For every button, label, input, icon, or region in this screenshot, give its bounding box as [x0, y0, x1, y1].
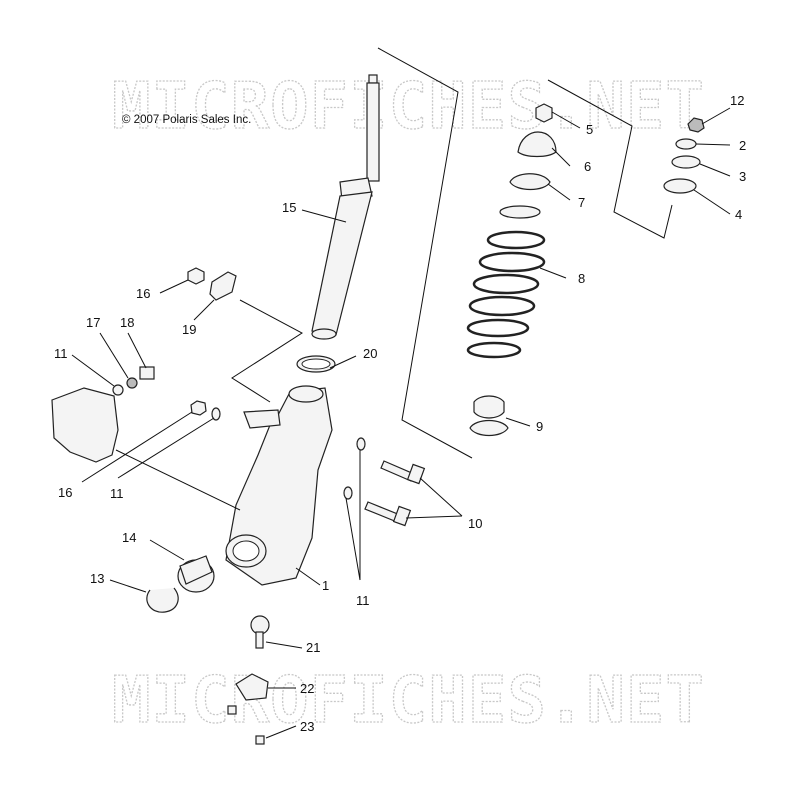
- callout-17: 17: [86, 315, 100, 330]
- nut-5: [535, 103, 553, 123]
- callout-2: 2: [739, 138, 746, 153]
- snap-ring: [146, 587, 179, 613]
- washer-17: [126, 377, 138, 389]
- callout-16-lower: 16: [58, 485, 72, 500]
- washer-2: [675, 138, 697, 150]
- strut-assembly-bracket: [377, 47, 473, 459]
- callout-3: 3: [739, 169, 746, 184]
- callout-21: 21: [306, 640, 320, 655]
- callout-19: 19: [182, 322, 196, 337]
- nut-12: [687, 117, 705, 133]
- copyright-text: © 2007 Polaris Sales Inc.: [122, 114, 251, 126]
- retainer-plate: [235, 673, 269, 701]
- washer-11-mid: [211, 407, 221, 421]
- callout-15: 15: [282, 200, 296, 215]
- washer-11-right-upper: [356, 437, 366, 451]
- nut-16-lower: [190, 400, 207, 416]
- callouts: 1 2 3 4 5 6 7 8 9 10 11 11 11 12 13 14 1…: [54, 93, 746, 734]
- coil-spring: [466, 205, 546, 359]
- ball-joint: [250, 615, 270, 649]
- bolts-10: [364, 460, 426, 527]
- callout-22: 22: [300, 681, 314, 696]
- callout-5: 5: [586, 122, 593, 137]
- callout-11-mid: 11: [110, 486, 124, 501]
- wheel-bearing: [177, 555, 215, 593]
- washer-11-right-lower: [343, 486, 353, 500]
- callout-10: 10: [468, 516, 482, 531]
- callout-6: 6: [584, 159, 591, 174]
- callout-14: 14: [122, 530, 136, 545]
- upper-seat-6: [517, 131, 557, 158]
- callout-20: 20: [363, 346, 377, 361]
- mount-kit-bracket: [547, 79, 673, 239]
- callout-9: 9: [536, 419, 543, 434]
- brake-line-clip: [209, 271, 237, 301]
- bolt-18: [139, 366, 155, 380]
- callout-7: 7: [578, 195, 585, 210]
- washer-11-left: [112, 384, 124, 396]
- callout-16-upper: 16: [136, 286, 150, 301]
- callout-18: 18: [120, 315, 134, 330]
- callout-1: 1: [322, 578, 329, 593]
- callout-8: 8: [578, 271, 585, 286]
- jounce-bumper: [469, 395, 509, 437]
- mount-bushing-4: [663, 178, 697, 194]
- callout-4: 4: [735, 207, 742, 222]
- spring-seat-7: [509, 173, 551, 191]
- screw-23a: [227, 705, 237, 715]
- washer-3: [671, 155, 701, 169]
- steering-knuckle: [225, 385, 333, 586]
- callout-11-right: 11: [356, 593, 370, 608]
- watermark-bottom: MICROFICHES.NET: [112, 664, 705, 738]
- brake-caliper: [51, 387, 119, 463]
- callout-11-left: 11: [54, 346, 68, 361]
- callout-13: 13: [90, 571, 104, 586]
- screw-23b: [255, 735, 265, 745]
- callout-12: 12: [730, 93, 744, 108]
- nut-16-upper: [187, 267, 205, 285]
- callout-23: 23: [300, 719, 314, 734]
- leader-lines: [71, 107, 731, 739]
- watermark-top: MICROFICHES.NET: [112, 70, 705, 144]
- strut-cartridge: [311, 74, 380, 340]
- brake-bracket: [231, 299, 303, 403]
